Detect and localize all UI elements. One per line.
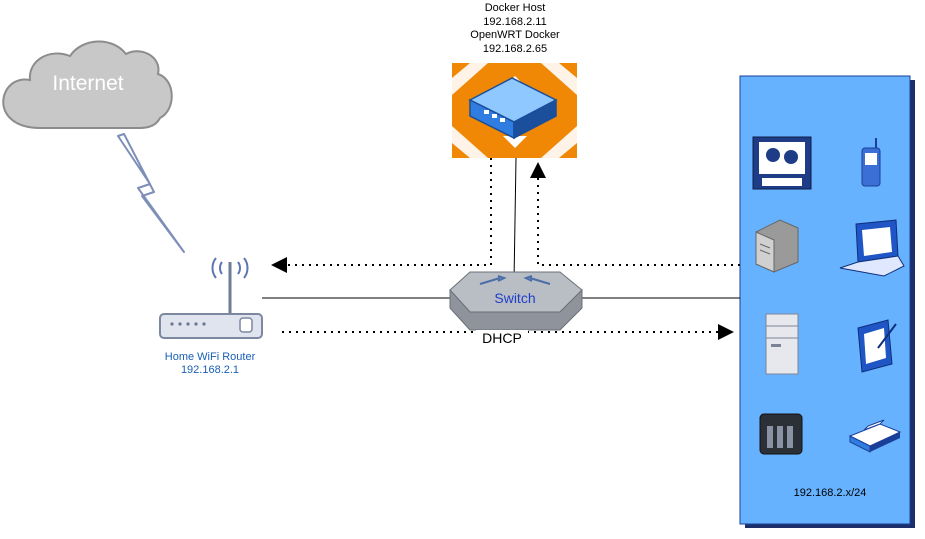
laptop-icon <box>839 219 905 277</box>
video-conference-icon <box>752 136 812 190</box>
desktop-tower-icon <box>755 219 799 273</box>
docker-host-label: Docker Host 192.168.2.11 OpenWRT Docker … <box>440 2 590 56</box>
tablet-icon <box>857 319 897 373</box>
openwrt-title: OpenWRT Docker <box>470 29 560 41</box>
lan-subnet-label: 192.168.2.x/24 <box>793 487 867 499</box>
router-name: Home WiFi Router <box>164 351 256 363</box>
dhcp-label: DHCP <box>476 330 528 346</box>
wifi-router-icon <box>159 257 263 339</box>
network-switch-icon <box>449 271 583 331</box>
server-tower-icon <box>765 313 799 375</box>
docker-host-ip: 192.168.2.11 <box>483 15 547 28</box>
docker-host-title: Docker Host <box>484 2 546 14</box>
router-label: Home WiFi Router 192.168.2.1 <box>120 351 300 377</box>
lightning-bolt-icon <box>117 133 185 253</box>
internet-label: Internet <box>52 72 124 95</box>
router-ip: 192.168.2.1 <box>180 364 240 376</box>
docker-host-icon <box>452 63 577 158</box>
switch-label: Switch <box>494 290 536 306</box>
printer-icon <box>848 419 902 453</box>
openwrt-ip: 192.168.2.65 <box>482 42 548 55</box>
cloud-icon <box>2 40 173 129</box>
nas-icon <box>759 413 803 455</box>
mobile-phone-icon <box>861 138 881 187</box>
